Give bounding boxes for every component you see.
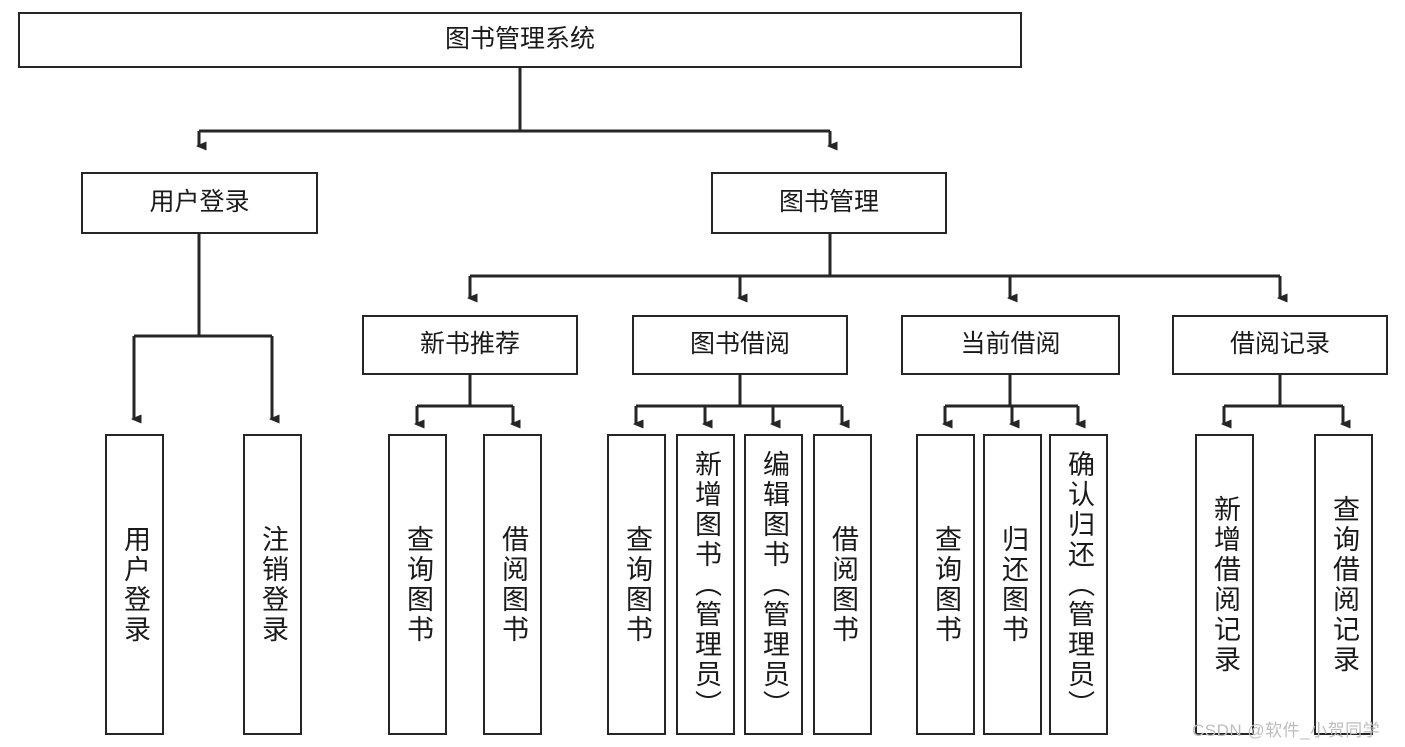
leaf-query-books-current[interactable]: 查询图书 <box>916 434 975 735</box>
leaf-borrow-books-newbook-label: 借阅图书 <box>498 524 528 645</box>
node-new-book-recommend-label: 新书推荐 <box>419 330 520 359</box>
leaf-logout-label: 注销登录 <box>258 524 288 645</box>
leaf-borrow-books-newbook[interactable]: 借阅图书 <box>483 434 542 735</box>
leaf-confirm-return-admin-label: 确认归还（管理员） <box>1064 449 1094 720</box>
leaf-query-borrow-record-label: 查询借阅记录 <box>1329 494 1359 675</box>
node-book-borrow-label: 图书借阅 <box>689 330 790 359</box>
node-borrow-records-label: 借阅记录 <box>1229 330 1330 359</box>
leaf-query-books-newbook[interactable]: 查询图书 <box>388 434 447 735</box>
leaf-borrow-books-borrow[interactable]: 借阅图书 <box>813 434 872 735</box>
node-book-borrow[interactable]: 图书借阅 <box>632 315 848 375</box>
leaf-confirm-return-admin[interactable]: 确认归还（管理员） <box>1049 434 1108 735</box>
leaf-query-borrow-record[interactable]: 查询借阅记录 <box>1314 434 1373 735</box>
node-current-borrow[interactable]: 当前借阅 <box>901 315 1120 375</box>
leaf-user-login[interactable]: 用户登录 <box>105 434 164 735</box>
leaf-return-books-label: 归还图书 <box>998 524 1028 645</box>
leaf-query-books-borrow-label: 查询图书 <box>622 524 652 645</box>
leaf-query-books-current-label: 查询图书 <box>931 524 961 645</box>
leaf-add-borrow-record-label: 新增借阅记录 <box>1210 494 1240 675</box>
leaf-add-book-admin[interactable]: 新增图书（管理员） <box>676 434 735 735</box>
node-user-login[interactable]: 用户登录 <box>81 172 318 234</box>
node-root[interactable]: 图书管理系统 <box>18 12 1022 68</box>
node-current-borrow-label: 当前借阅 <box>960 330 1061 359</box>
leaf-edit-book-admin-label: 编辑图书（管理员） <box>759 449 789 720</box>
node-book-management[interactable]: 图书管理 <box>711 172 947 234</box>
node-user-login-label: 用户登录 <box>149 188 250 217</box>
node-root-label: 图书管理系统 <box>444 25 595 54</box>
leaf-query-books-newbook-label: 查询图书 <box>403 524 433 645</box>
node-borrow-records[interactable]: 借阅记录 <box>1172 315 1388 375</box>
leaf-logout[interactable]: 注销登录 <box>243 434 302 735</box>
leaf-return-books[interactable]: 归还图书 <box>983 434 1042 735</box>
node-new-book-recommend[interactable]: 新书推荐 <box>362 315 578 375</box>
leaf-borrow-books-borrow-label: 借阅图书 <box>828 524 858 645</box>
leaf-add-book-admin-label: 新增图书（管理员） <box>691 449 721 720</box>
leaf-edit-book-admin[interactable]: 编辑图书（管理员） <box>744 434 803 735</box>
leaf-query-books-borrow[interactable]: 查询图书 <box>607 434 666 735</box>
node-book-management-label: 图书管理 <box>778 188 879 217</box>
csdn-watermark: CSDN @软件_小贺同学 <box>1192 721 1381 740</box>
leaf-add-borrow-record[interactable]: 新增借阅记录 <box>1195 434 1254 735</box>
leaf-user-login-label: 用户登录 <box>120 524 150 645</box>
